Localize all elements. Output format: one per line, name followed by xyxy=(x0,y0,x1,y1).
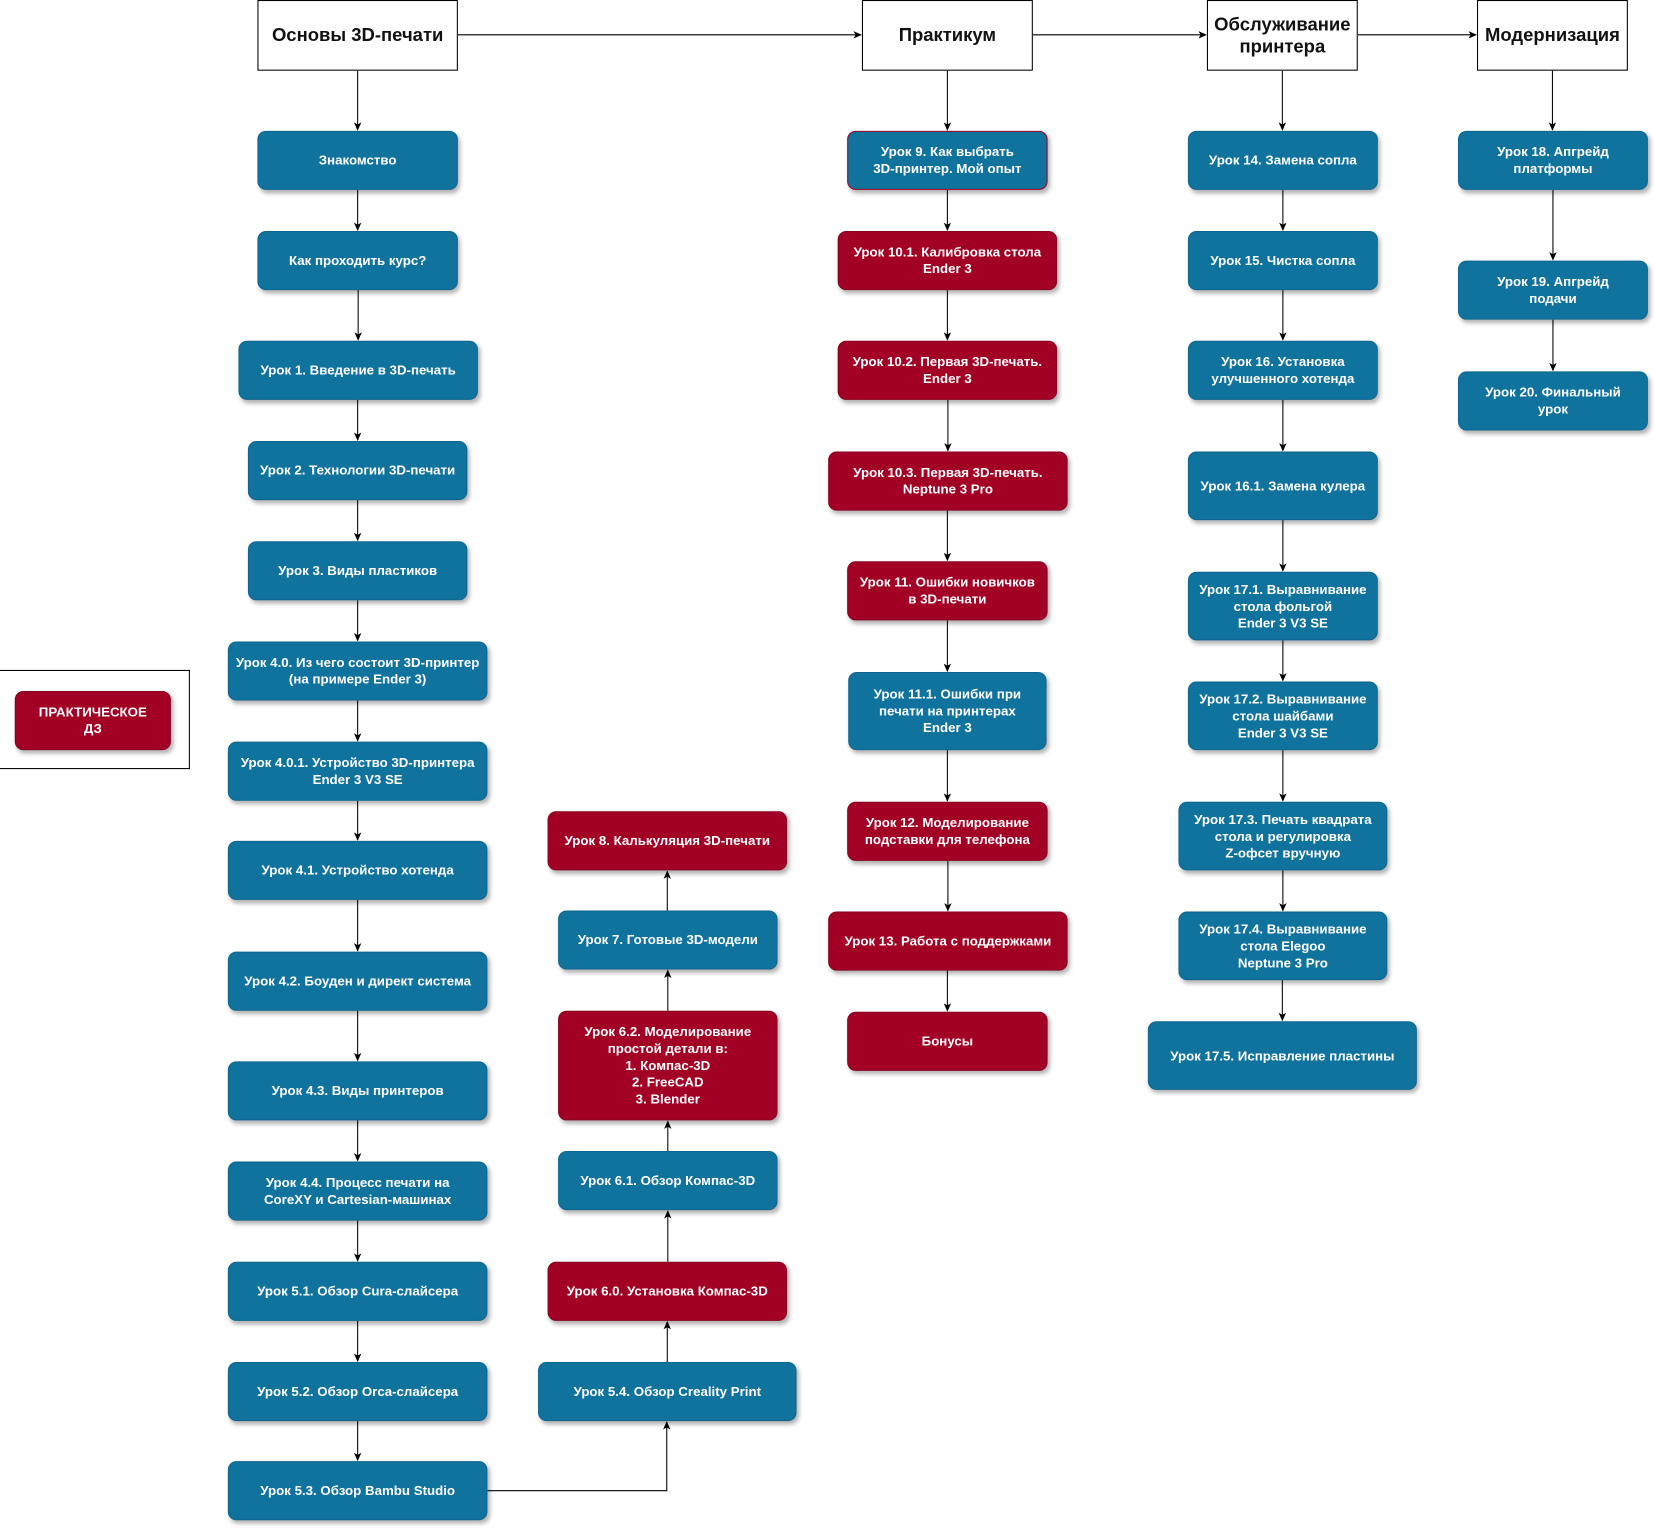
lesson-node-l173[interactable]: Урок 17.3. Печать квадрата стола и регул… xyxy=(1178,801,1388,871)
lesson-node-l20[interactable]: Урок 20. Финальный урок xyxy=(1458,371,1648,431)
lesson-node-l62[interactable]: Урок 6.2. Моделирование простой детали в… xyxy=(558,1010,778,1121)
legend-practical-homework: ПРАКТИЧЕСКОЕ ДЗ xyxy=(14,691,171,751)
lesson-node-l40[interactable]: Урок 4.0. Из чего состоит 3D-принтер (на… xyxy=(227,641,488,701)
lesson-node-l3[interactable]: Урок 3. Виды пластиков xyxy=(247,541,468,601)
lesson-node-l7[interactable]: Урок 7. Готовые 3D-модели xyxy=(558,910,778,970)
lesson-node-l12[interactable]: Урок 12. Моделирование подставки для тел… xyxy=(847,801,1048,861)
lesson-node-l103[interactable]: Урок 10.3. Первая 3D-печать. Neptune 3 P… xyxy=(828,451,1068,511)
lesson-node-l401[interactable]: Урок 4.0.1. Устройство 3D-принтера Ender… xyxy=(227,741,488,801)
lesson-node-l174[interactable]: Урок 17.4. Выравнивание стола Elegoo Nep… xyxy=(1178,911,1388,981)
lesson-node-l101[interactable]: Урок 10.1. Калибровка стола Ender 3 xyxy=(837,231,1058,291)
lesson-node-l1[interactable]: Урок 1. Введение в 3D-печать xyxy=(238,340,478,400)
legend-frame xyxy=(0,669,190,770)
lesson-node-l53[interactable]: Урок 5.3. Обзор Bambu Studio xyxy=(227,1461,488,1521)
lesson-node-l171[interactable]: Урок 17.1. Выравнивание стола фольгой En… xyxy=(1187,571,1378,641)
lesson-node-l19[interactable]: Урок 19. Апгрейд подачи xyxy=(1458,260,1648,320)
lesson-node-l11[interactable]: Урок 11. Ошибки новичков в 3D-печати xyxy=(847,561,1048,621)
section-header-basics: Основы 3D-печати xyxy=(257,0,458,71)
connector-arrow xyxy=(487,1421,671,1492)
lesson-node-l9[interactable]: Урок 9. Как выбрать 3D-принтер. Мой опыт xyxy=(847,130,1048,190)
lesson-node-howto[interactable]: Как проходить курс? xyxy=(257,231,458,291)
lesson-node-l13[interactable]: Урок 13. Работа с поддержками xyxy=(828,911,1068,971)
lesson-node-l61[interactable]: Урок 6.1. Обзор Компас-3D xyxy=(558,1151,778,1211)
lesson-node-l43[interactable]: Урок 4.3. Виды принтеров xyxy=(227,1061,488,1121)
lesson-node-l161[interactable]: Урок 16.1. Замена кулера xyxy=(1187,451,1378,521)
lesson-node-bonus[interactable]: Бонусы xyxy=(847,1011,1048,1071)
lesson-node-intro[interactable]: Знакомство xyxy=(257,130,458,190)
lesson-node-l51[interactable]: Урок 5.1. Обзор Cura-слайсера xyxy=(227,1261,488,1321)
section-header-maintenance: Обслуживание принтера xyxy=(1206,0,1358,71)
lesson-node-l14[interactable]: Урок 14. Замена сопла xyxy=(1187,130,1378,190)
lesson-node-l60[interactable]: Урок 6.0. Установка Компас-3D xyxy=(547,1261,788,1321)
lesson-node-l8[interactable]: Урок 8. Калькуляция 3D-печати xyxy=(547,811,788,871)
lesson-node-l2[interactable]: Урок 2. Технологии 3D-печати xyxy=(247,440,468,501)
lesson-node-l15[interactable]: Урок 15. Чистка сопла xyxy=(1187,231,1378,291)
lesson-node-l111[interactable]: Урок 11.1. Ошибки при печати на принтера… xyxy=(848,672,1047,751)
lesson-node-l102[interactable]: Урок 10.2. Первая 3D-печать. Ender 3 xyxy=(837,340,1058,400)
lesson-node-l52[interactable]: Урок 5.2. Обзор Orca-слайсера xyxy=(227,1362,488,1422)
lesson-node-l42[interactable]: Урок 4.2. Боуден и директ система xyxy=(227,951,488,1011)
lesson-node-l172[interactable]: Урок 17.2. Выравнивание стола шайбами En… xyxy=(1187,681,1378,751)
section-header-practicum: Практикум xyxy=(861,0,1033,71)
lesson-node-l175[interactable]: Урок 17.5. Исправление пластины xyxy=(1147,1021,1417,1090)
lesson-node-l41[interactable]: Урок 4.1. Устройство хотенда xyxy=(227,840,488,900)
lesson-node-l44[interactable]: Урок 4.4. Процесс печати на CoreXY и Car… xyxy=(227,1161,488,1221)
section-header-upgrade: Модернизация xyxy=(1476,0,1628,71)
lesson-node-l18[interactable]: Урок 18. Апгрейд платформы xyxy=(1458,130,1648,190)
lesson-node-l16[interactable]: Урок 16. Установка улучшенного хотенда xyxy=(1187,340,1378,400)
lesson-node-l54[interactable]: Урок 5.4. Обзор Creality Print xyxy=(538,1362,797,1422)
